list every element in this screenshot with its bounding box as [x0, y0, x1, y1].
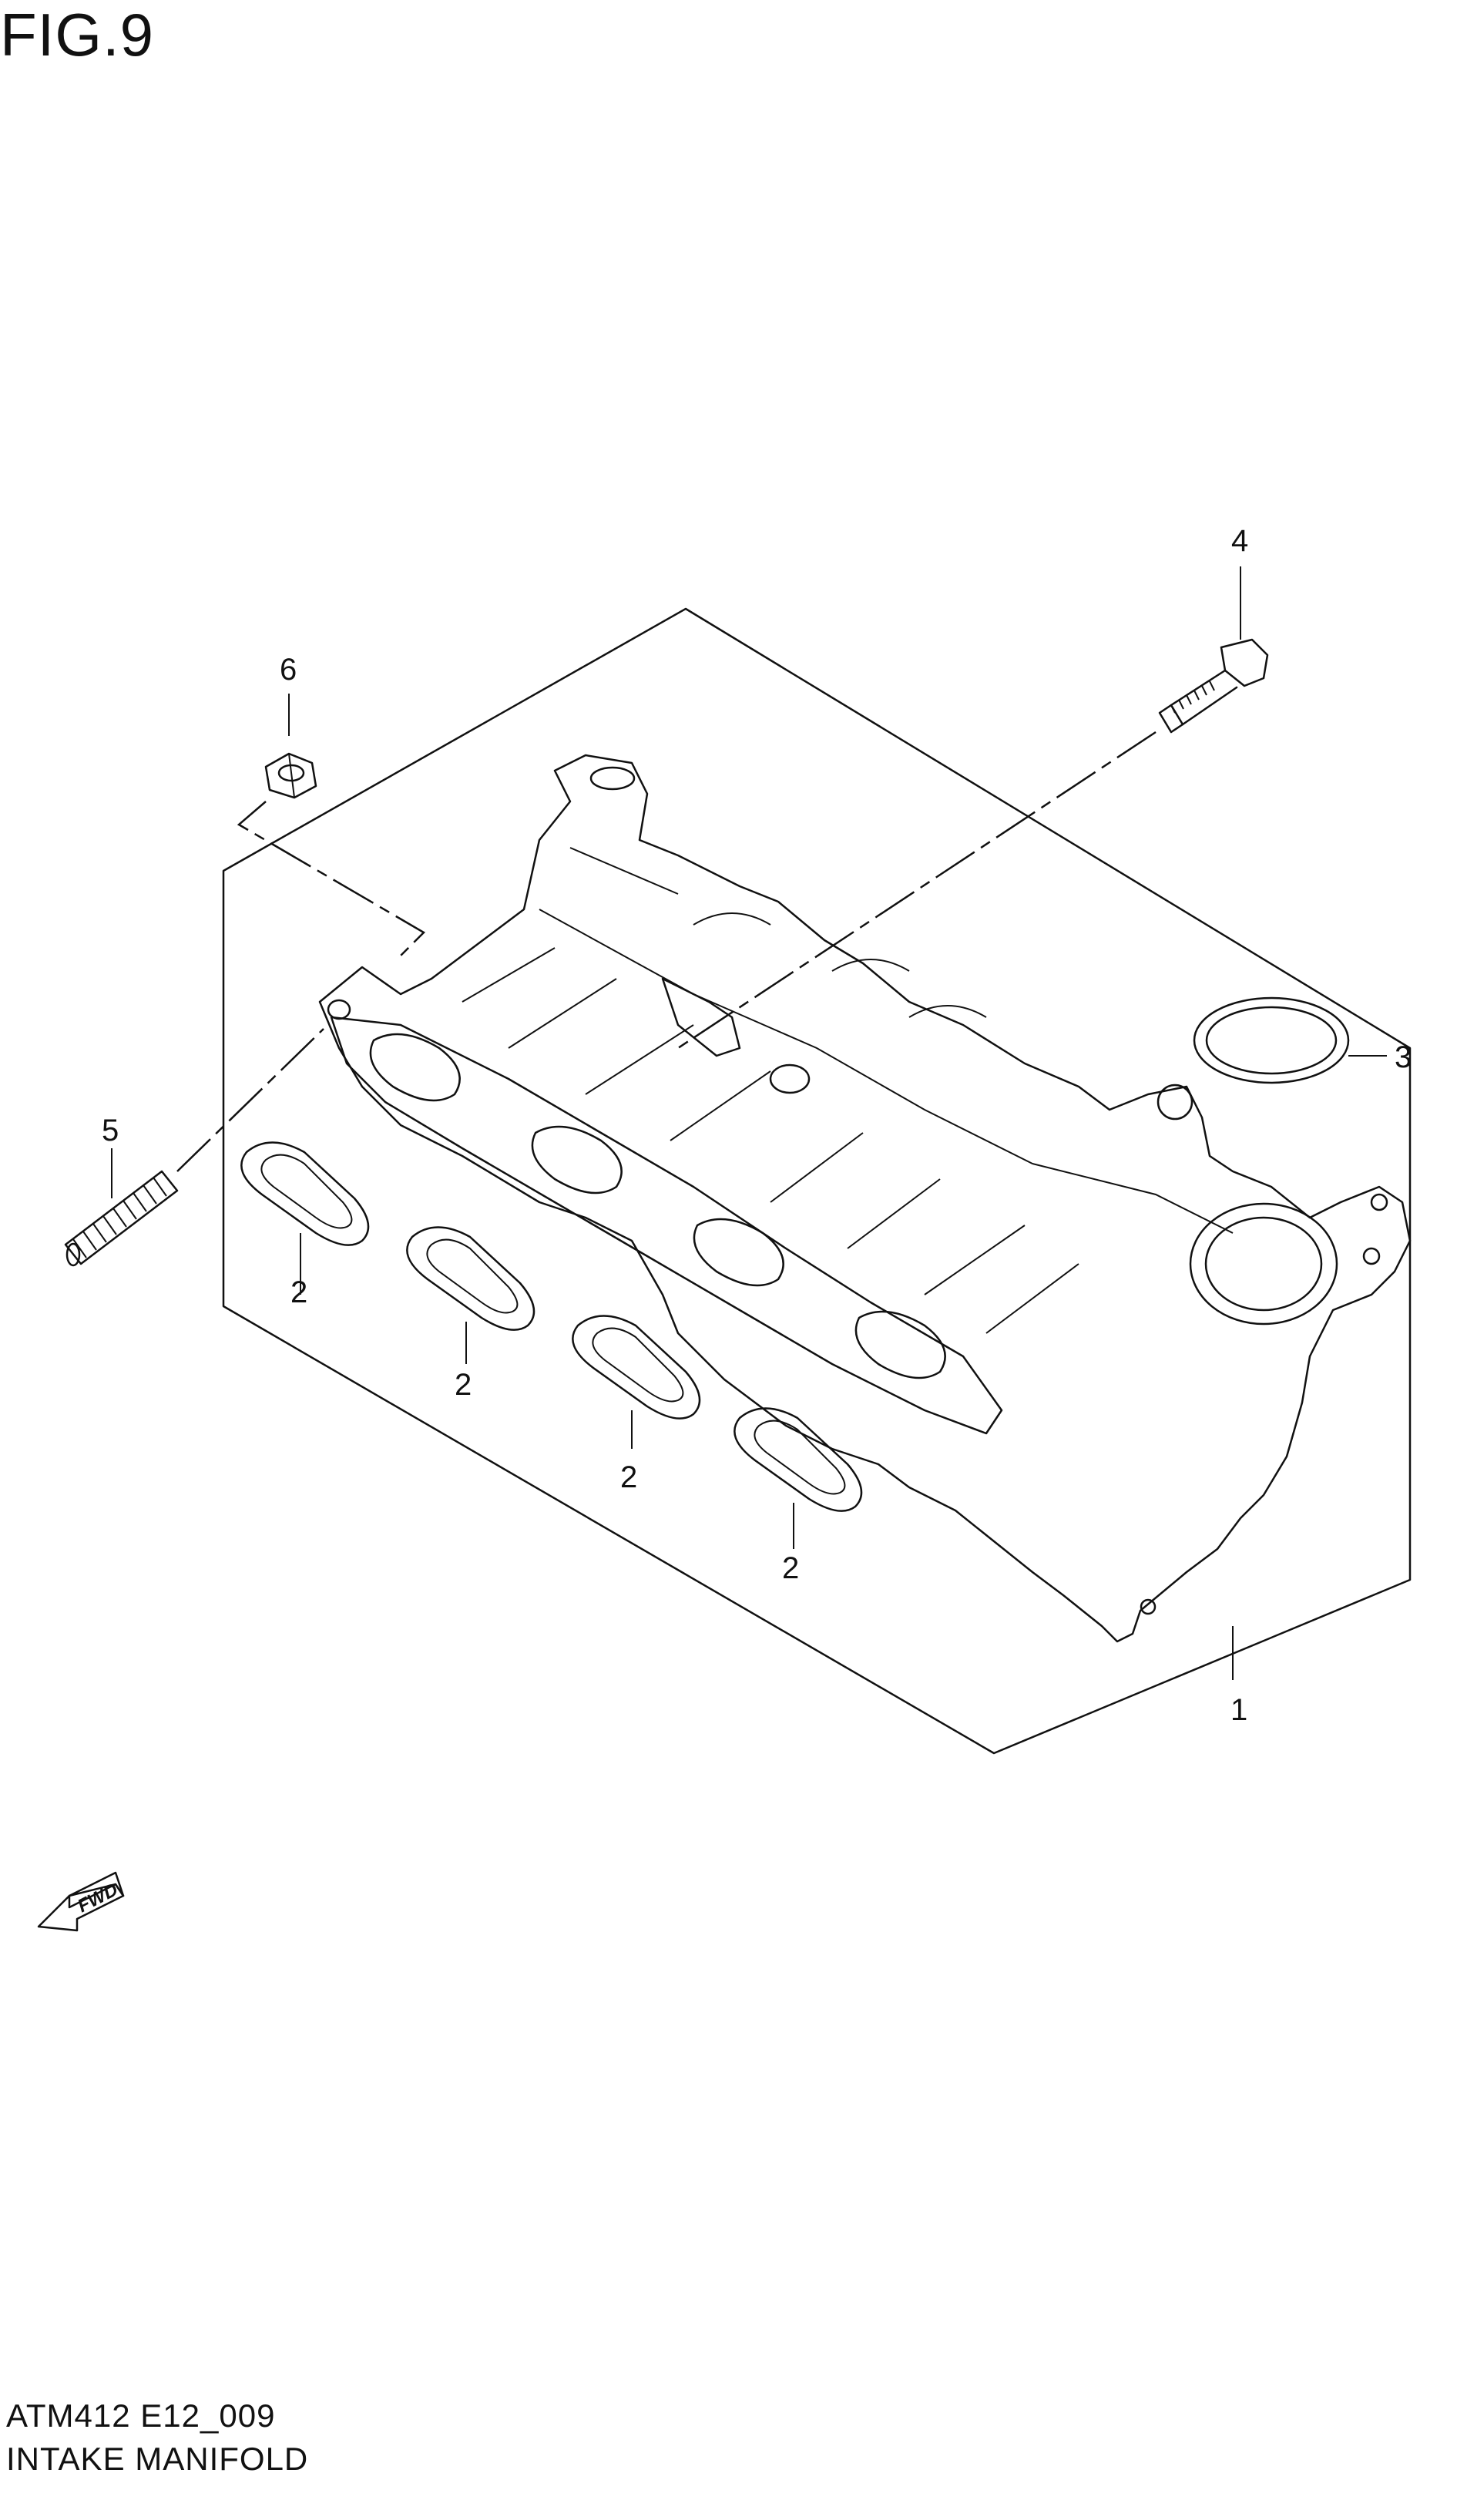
callout-4: 4	[1231, 524, 1248, 558]
intake-manifold-body	[318, 754, 1412, 1643]
fwd-direction-arrow: FWD	[37, 1871, 125, 1932]
callout-2c: 2	[620, 1460, 637, 1494]
bolt-centerline	[677, 731, 1157, 1050]
throttle-o-ring	[1193, 996, 1350, 1084]
port-gaskets	[240, 1141, 863, 1512]
callout-3: 3	[1395, 1040, 1412, 1074]
callout-leaders	[111, 566, 1387, 1680]
flange-bolt	[1158, 638, 1269, 734]
port-gasket-3	[572, 1315, 701, 1420]
port-gasket-1	[240, 1141, 370, 1246]
port-gasket-4	[734, 1407, 863, 1512]
callout-2a: 2	[290, 1275, 307, 1309]
diagram-code: ATM412 E12_009	[6, 2397, 276, 2434]
nut-centerline	[237, 801, 426, 956]
flange-nut	[264, 752, 317, 799]
diagram-name: INTAKE MANIFOLD	[6, 2441, 309, 2477]
mounting-stud	[64, 1170, 179, 1267]
port-gasket-2	[406, 1226, 535, 1331]
callout-2b: 2	[455, 1368, 472, 1402]
callout-6: 6	[280, 653, 297, 687]
callout-5: 5	[102, 1114, 119, 1147]
callout-2d: 2	[782, 1551, 799, 1585]
assembly-frame	[222, 607, 1412, 1755]
stud-centerline	[176, 1028, 324, 1172]
figure-title: FIG.9	[0, 1, 155, 69]
callout-1: 1	[1230, 1693, 1247, 1727]
